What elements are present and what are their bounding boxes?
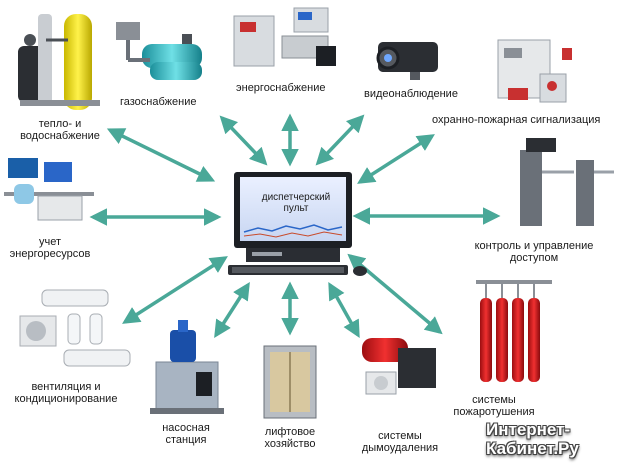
label-fire-alarm: охранно-пожарная сигнализация	[432, 114, 601, 126]
dispatch-console-label: диспетчерский пульт	[261, 192, 331, 214]
energy-meter-illustration	[4, 158, 94, 221]
elevator-illustration	[263, 345, 317, 419]
label-pump: насосная станция	[162, 422, 210, 446]
label-video: видеонаблюдение	[364, 88, 458, 100]
arrow-smoke	[328, 281, 360, 339]
gas-supply-illustration	[116, 22, 202, 80]
watermark-text: Интернет- Кабинет.Ру	[486, 420, 579, 458]
label-metering: учет энергоресурсов	[9, 236, 91, 260]
arrow-fire-alarm	[357, 134, 435, 184]
label-water: тепло- и водоснабжение	[20, 118, 100, 142]
label-gas: газоснабжение	[120, 96, 197, 108]
arrow-pump	[214, 282, 250, 338]
fire-alarm-illustration	[497, 39, 572, 103]
pump-station-illustration	[150, 320, 224, 414]
smoke-exhaust-illustration	[362, 338, 436, 395]
label-power: энергоснабжение	[236, 82, 326, 94]
label-extinguish: системы пожаротушения	[453, 394, 535, 418]
air-conditioner-illustration	[19, 289, 131, 367]
turnstile-illustration	[520, 138, 614, 226]
cctv-camera-illustration	[376, 42, 438, 80]
arrow-hvac	[122, 256, 228, 324]
label-smoke: системы дымоудаления	[361, 430, 439, 454]
label-access: контроль и управление доступом	[474, 240, 594, 264]
dispatch-console-illustration	[228, 172, 367, 276]
label-hvac: вентиляция и кондиционирование	[14, 381, 118, 405]
power-supply-illustration	[233, 7, 336, 67]
arrow-water	[106, 128, 216, 182]
label-elevator: лифтовое хозяйство	[264, 426, 316, 450]
water-supply-illustration	[18, 14, 100, 110]
arrow-gas	[219, 115, 268, 166]
fire-extinguishing-illustration	[476, 280, 552, 382]
arrow-video	[315, 114, 365, 166]
